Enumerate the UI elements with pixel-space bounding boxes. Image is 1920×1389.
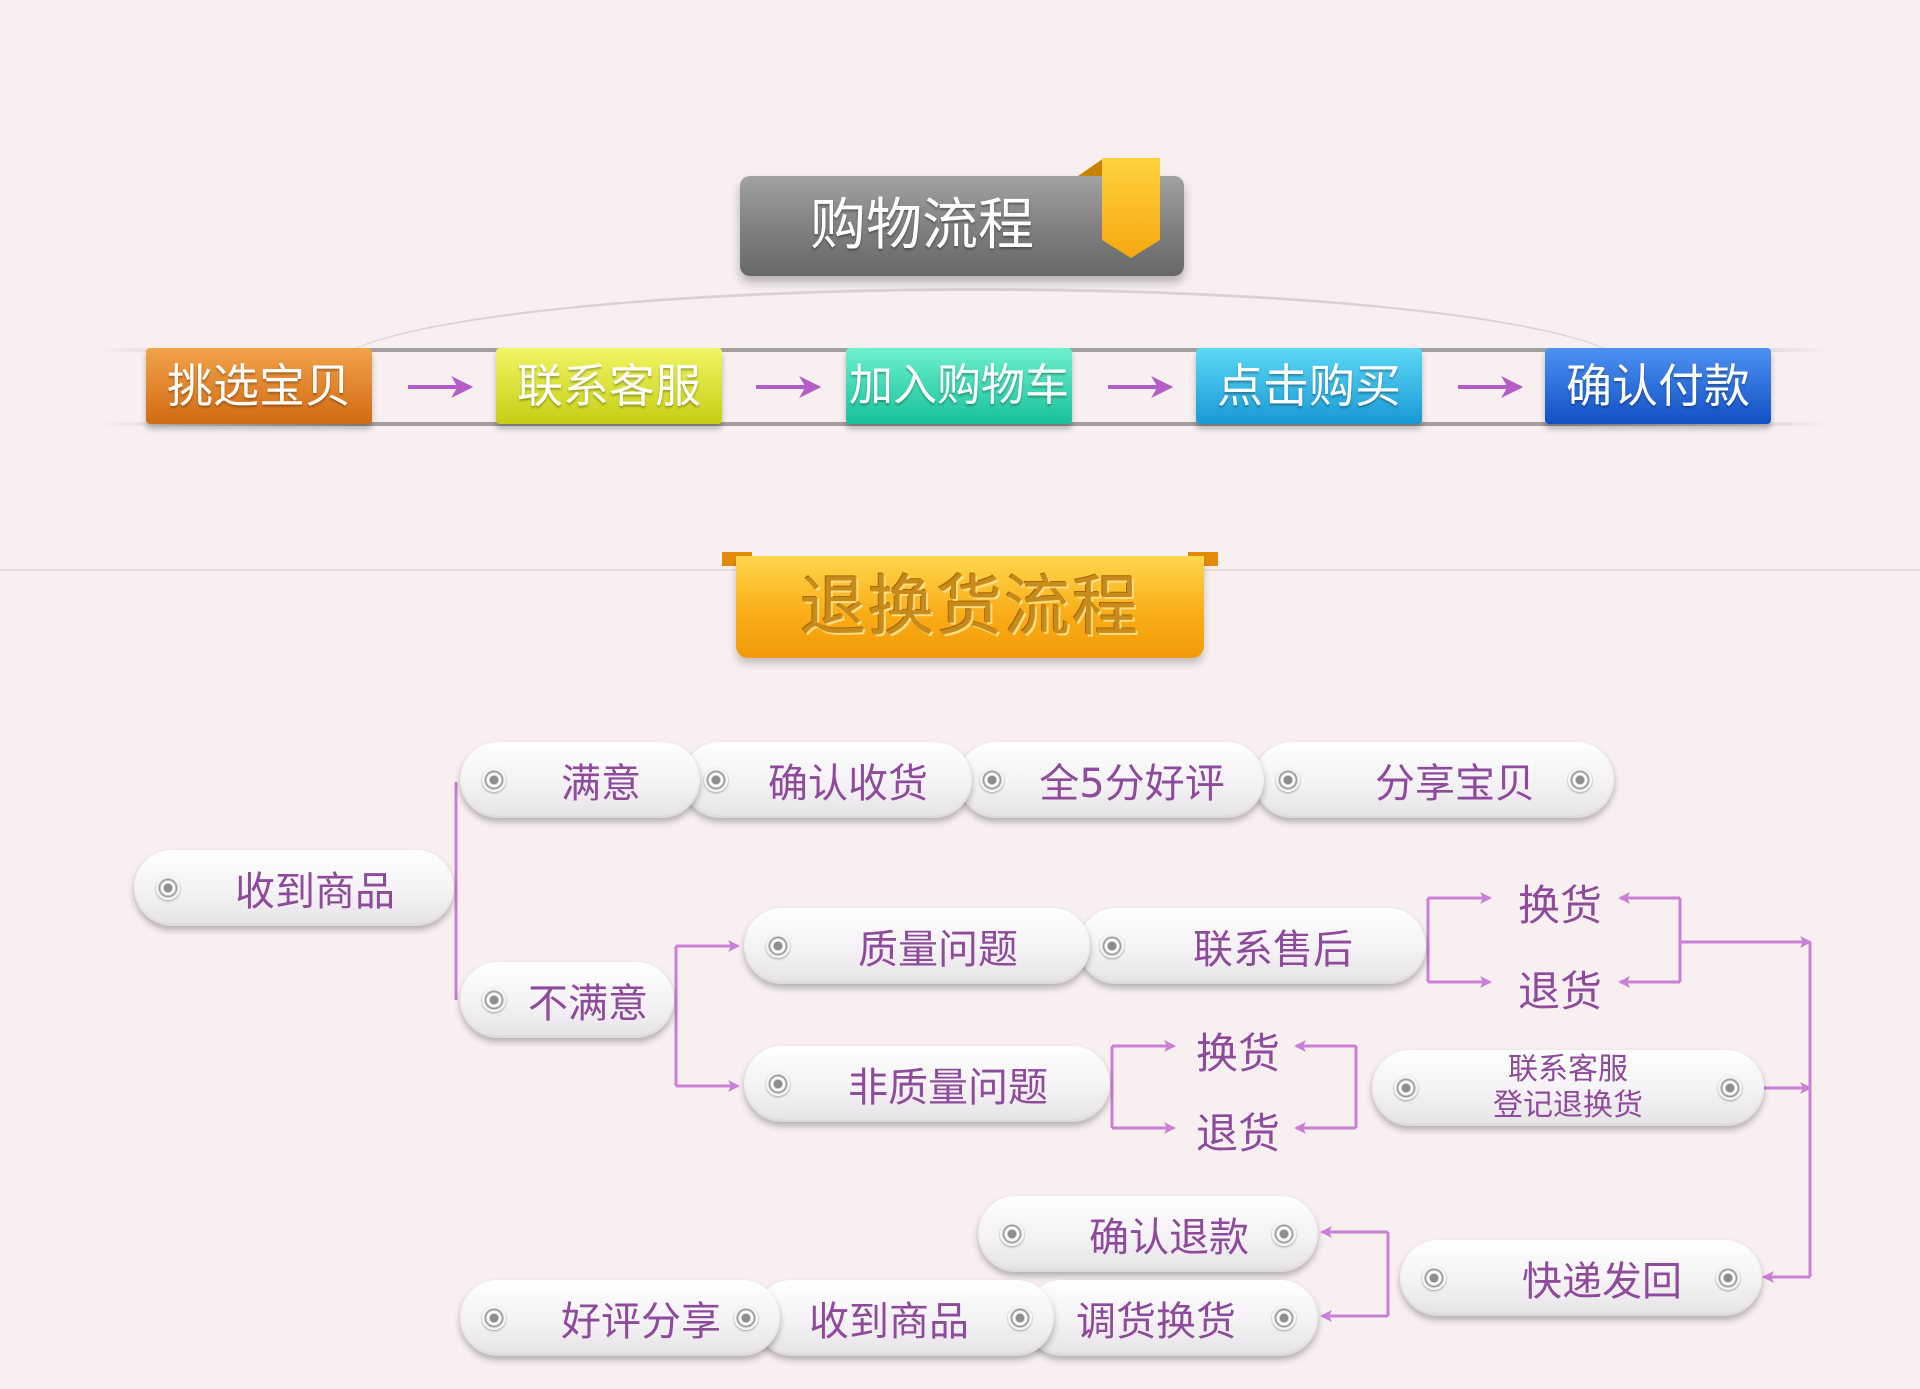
- ribbon-bookmark-icon: [1102, 158, 1160, 258]
- text-return-2: 退货: [1196, 1109, 1281, 1158]
- node-confirm-refund: 确认退款: [978, 1196, 1318, 1272]
- node-contact-after-sales: 联系售后: [1078, 908, 1426, 984]
- knob-icon: [1100, 934, 1124, 958]
- node-review-share: 好评分享: [460, 1280, 780, 1356]
- knob-icon: [766, 1072, 790, 1096]
- knob-icon: [482, 988, 506, 1012]
- text-exchange-2: 换货: [1196, 1029, 1281, 1078]
- node-non-quality-issue: 非质量问题: [744, 1046, 1110, 1122]
- shelf-bottom: [100, 422, 1830, 426]
- knob-icon: [156, 876, 180, 900]
- node-share-item: 分享宝贝: [1254, 742, 1614, 818]
- node-satisfied: 满意: [460, 742, 700, 818]
- knob-icon: [1272, 1222, 1296, 1246]
- node-contact-cs-line1: 联系客服: [1508, 1052, 1628, 1087]
- knob-icon: [1394, 1076, 1418, 1100]
- title-arc: [330, 288, 1630, 371]
- knob-icon: [482, 1306, 506, 1330]
- step-buy: 点击购买: [1196, 348, 1422, 424]
- knob-icon: [1276, 768, 1300, 792]
- node-contact-cs-register: 联系客服 登记退换货: [1372, 1050, 1764, 1126]
- node-received: 收到商品: [134, 850, 454, 926]
- node-express-back: 快递发回: [1400, 1240, 1762, 1316]
- return-flow-title-bar: 退换货流程: [736, 556, 1204, 658]
- knob-icon: [1000, 1222, 1024, 1246]
- knob-icon: [734, 1306, 758, 1330]
- step-confirm-payment: 确认付款: [1545, 348, 1771, 424]
- step-contact-service: 联系客服: [496, 348, 722, 424]
- node-quality-issue: 质量问题: [744, 908, 1090, 984]
- shopping-flow-title: 购物流程: [810, 193, 1034, 258]
- return-flow-title: 退换货流程: [800, 568, 1140, 645]
- knob-icon: [1272, 1306, 1296, 1330]
- knob-icon: [1008, 1306, 1032, 1330]
- step-add-to-cart: 加入购物车: [846, 348, 1072, 424]
- node-contact-cs-line2: 登记退换货: [1493, 1088, 1643, 1123]
- knob-icon: [1718, 1076, 1742, 1100]
- node-unsatisfied: 不满意: [460, 962, 674, 1038]
- knob-icon: [766, 934, 790, 958]
- node-full-5-star: 全5分好评: [958, 742, 1264, 818]
- knob-icon: [1422, 1266, 1446, 1290]
- step-pick-item: 挑选宝贝: [146, 348, 372, 424]
- knob-icon: [1716, 1266, 1740, 1290]
- knob-icon: [482, 768, 506, 792]
- node-confirm-receipt: 确认收货: [682, 742, 972, 818]
- node-swap-goods: 调货换货: [1024, 1280, 1318, 1356]
- knob-icon: [980, 768, 1004, 792]
- text-exchange-1: 换货: [1518, 881, 1603, 930]
- knob-icon: [1568, 768, 1592, 792]
- text-return-1: 退货: [1518, 967, 1603, 1016]
- node-received-2: 收到商品: [754, 1280, 1054, 1356]
- knob-icon: [704, 768, 728, 792]
